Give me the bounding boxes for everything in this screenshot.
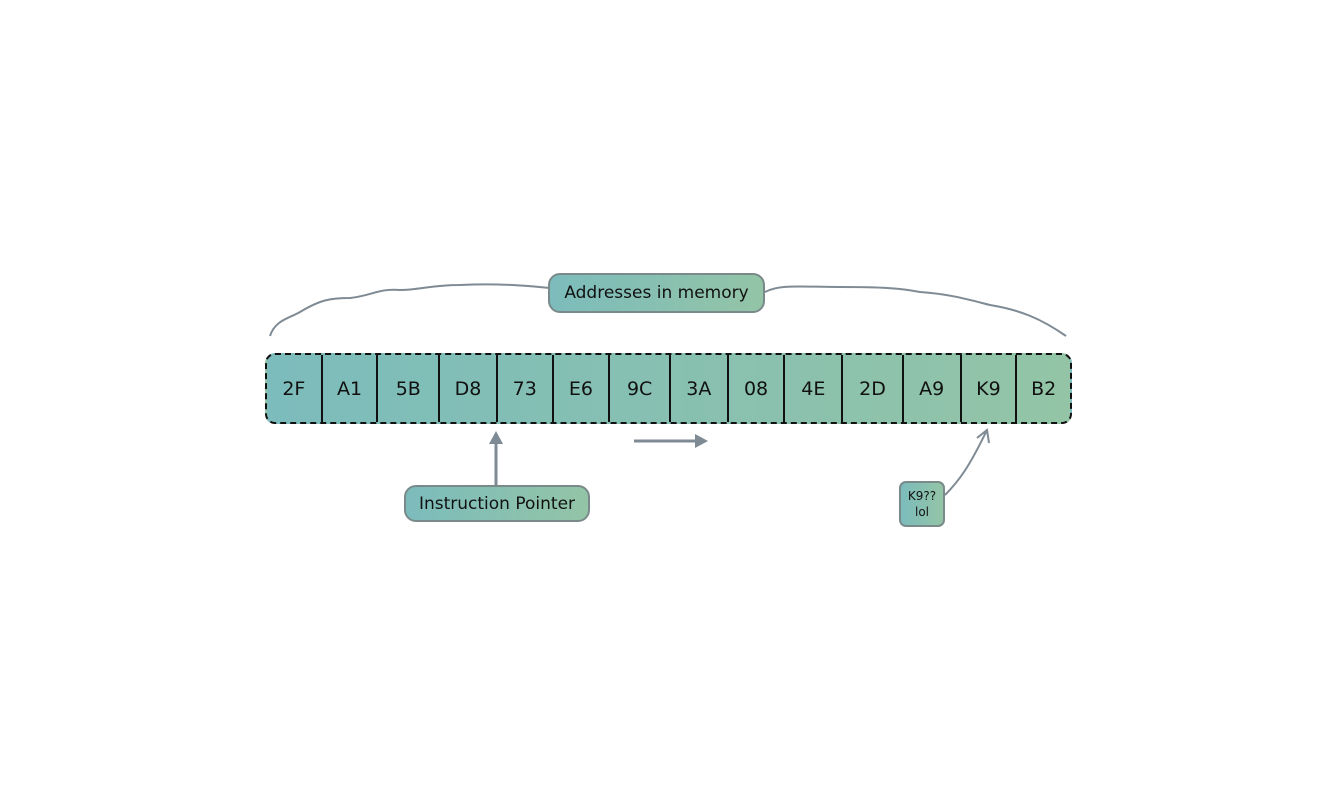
- memory-cell: 4E: [785, 355, 844, 422]
- brace-curve: [269, 283, 1067, 337]
- memory-cell: 3A: [671, 355, 729, 422]
- k9-note: K9?? lol: [899, 481, 945, 527]
- memory-cell: B2: [1031, 377, 1057, 400]
- memory-cell: A9: [904, 355, 962, 422]
- memory-cell: D8: [440, 355, 498, 422]
- direction-arrow: [634, 434, 708, 448]
- memory-cell: 2F: [267, 355, 323, 422]
- instruction-pointer-label: Instruction Pointer: [404, 485, 590, 522]
- memory-cell: E6: [554, 355, 611, 422]
- note-line-1: K9??: [907, 489, 937, 503]
- note-line-2: lol: [914, 505, 929, 519]
- memory-cell: 08: [729, 355, 786, 422]
- memory-cell: 9C: [610, 355, 671, 422]
- memory-cell: 5B: [378, 355, 441, 422]
- addresses-label: Addresses in memory: [548, 273, 765, 313]
- note-arrow: [944, 428, 990, 496]
- memory-cell: 2D: [843, 355, 904, 422]
- memory-cell: A1: [323, 355, 379, 422]
- memory-bar: 2F A1 5B D8 73 E6 9C 3A 08 4E 2D A9 K9 B…: [265, 353, 1072, 424]
- pointer-arrow: [489, 431, 503, 485]
- memory-cell: K9: [962, 355, 1018, 422]
- memory-cell: 73: [498, 355, 554, 422]
